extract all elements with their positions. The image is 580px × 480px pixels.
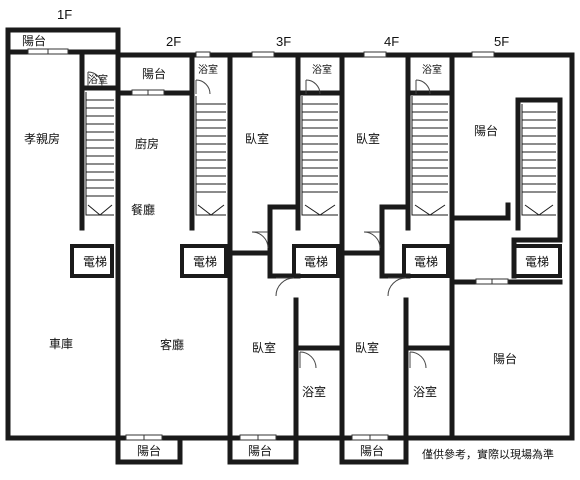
room-label-bedroom-3f-bottom: 臥室 [252, 340, 276, 355]
elevator-label-1f: 電梯 [83, 255, 107, 269]
room-label-bedroom-3f-top: 臥室 [245, 131, 269, 146]
window-1f-top [27, 48, 69, 55]
disclaimer-note: 僅供參考，實際以現場為準 [422, 447, 554, 461]
room-label-balcony-5f-bottom: 陽台 [493, 351, 517, 366]
room-label-parents-room: 孝親房 [24, 131, 60, 146]
elevator-label-5f: 電梯 [525, 255, 549, 269]
room-label-kitchen: 廚房 [135, 136, 159, 151]
room-label-bathroom-4f-top: 浴室 [422, 63, 442, 76]
staircase-5f [521, 104, 556, 216]
elevator-2f [180, 244, 228, 278]
staircase-4f [411, 96, 448, 216]
elevator-label-3f: 電梯 [304, 255, 328, 269]
window-5f-top [471, 51, 495, 58]
elevator-label-4f: 電梯 [414, 255, 438, 269]
elevator-5f [512, 244, 562, 278]
floor-1f: 1F 電梯 [5, 7, 121, 441]
staircase-1f [85, 92, 114, 216]
room-label-balcony-5f-top: 陽台 [474, 123, 498, 138]
room-label-bathroom-2f: 浴室 [198, 63, 218, 76]
floor-3f: 3F [227, 34, 345, 465]
floor-2f: 2F 電梯 [115, 34, 233, 465]
floor-5f: 5F 電梯 陽台 陽台 [449, 34, 575, 441]
room-label-garage: 車庫 [49, 337, 73, 351]
room-label-balcony-4f-bottom: 陽台 [360, 443, 384, 458]
room-label-living: 客廳 [160, 337, 184, 352]
window-3f-top [251, 51, 275, 58]
window-3f-bottom [239, 434, 277, 441]
floor-4f: 4F 電梯 [339, 34, 455, 465]
room-label-bathroom-4f-bottom: 浴室 [413, 384, 437, 399]
staircase-3f [301, 96, 338, 216]
staircase-2f [195, 96, 226, 216]
room-label-bathroom-1f: 浴室 [88, 73, 108, 86]
room-label-bathroom-3f-bottom: 浴室 [302, 384, 326, 399]
window-2f-top [195, 51, 211, 58]
floor-label-5f: 5F [494, 34, 509, 49]
room-label-balcony-2f: 陽台 [142, 66, 166, 81]
elevator-1f [70, 244, 114, 278]
elevator-4f [402, 244, 450, 278]
window-4f-bottom [351, 434, 389, 441]
floor-label-4f: 4F [384, 34, 399, 49]
room-label-balcony-3f-bottom: 陽台 [248, 443, 272, 458]
room-label-balcony-2f-bottom: 陽台 [137, 443, 161, 458]
room-label-bathroom-3f-top: 浴室 [312, 63, 332, 76]
window-4f-top [363, 51, 387, 58]
room-label-dining: 餐廳 [131, 202, 155, 217]
elevator-3f [292, 244, 340, 278]
window-2f-bottom [125, 434, 163, 441]
elevator-label-2f: 電梯 [193, 255, 217, 269]
floor-label-2f: 2F [166, 34, 181, 49]
window-5f-mid [475, 278, 509, 285]
room-label-bedroom-4f-bottom: 臥室 [355, 340, 379, 355]
floor-label-1f: 1F [57, 7, 72, 22]
window-2f-mid [131, 89, 165, 96]
room-label-balcony-1f: 陽台 [22, 33, 46, 48]
floor-label-3f: 3F [276, 34, 291, 49]
room-label-bedroom-4f-top: 臥室 [356, 131, 380, 146]
